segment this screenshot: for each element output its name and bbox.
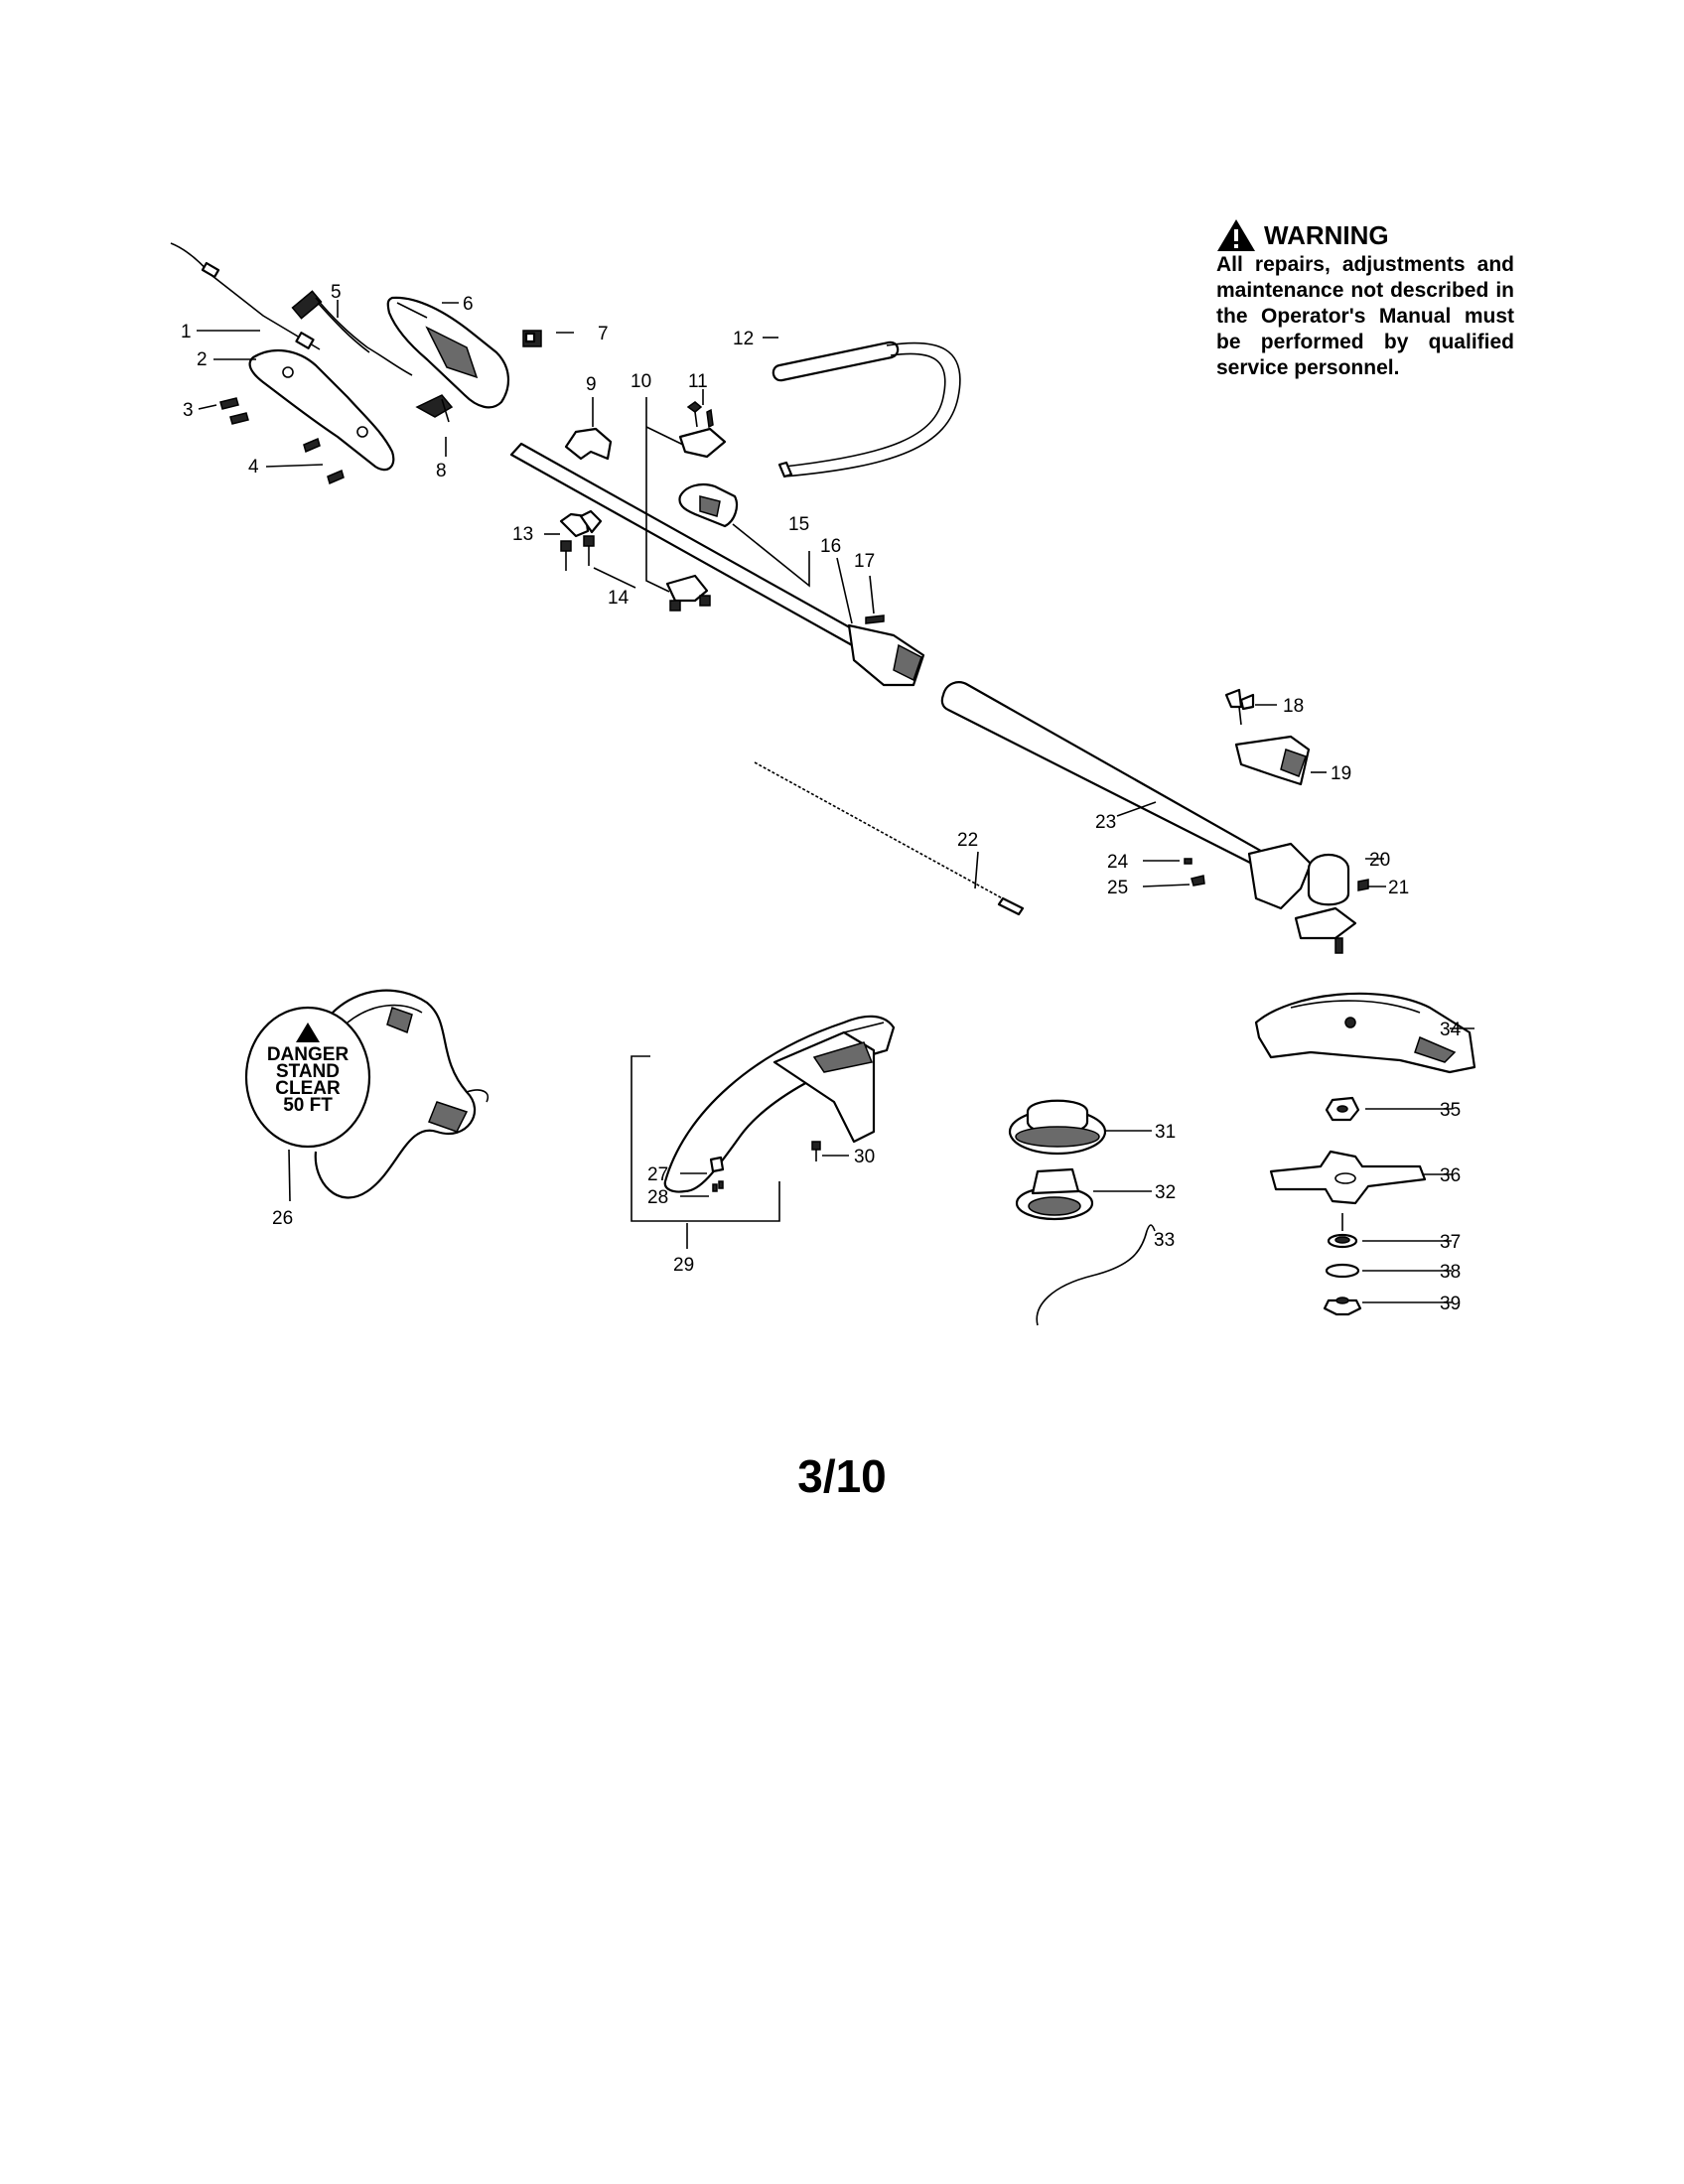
part-label-36: 36 bbox=[1440, 1165, 1461, 1186]
part-label-20: 20 bbox=[1369, 850, 1390, 871]
part-label-5: 5 bbox=[331, 282, 342, 303]
spool-32 bbox=[1015, 1167, 1094, 1221]
shield-bracket-19 bbox=[1234, 735, 1311, 786]
part-label-30: 30 bbox=[854, 1147, 875, 1167]
switch-wire bbox=[291, 290, 413, 376]
part-label-4: 4 bbox=[248, 457, 259, 478]
danger-decal: DANGER STAND CLEAR 50 FT bbox=[244, 1006, 371, 1149]
nut-39 bbox=[1323, 1297, 1362, 1316]
flex-drive-shaft-22 bbox=[754, 761, 1025, 916]
part-label-17: 17 bbox=[854, 551, 875, 572]
warning-title-row: WARNING bbox=[1216, 218, 1514, 252]
part-label-28: 28 bbox=[647, 1187, 668, 1208]
decal-line-3: CLEAR bbox=[275, 1078, 341, 1099]
part-label-16: 16 bbox=[820, 536, 841, 557]
part-label-38: 38 bbox=[1440, 1262, 1461, 1283]
part-label-37: 37 bbox=[1440, 1232, 1461, 1253]
wing-bolt-18 bbox=[1224, 688, 1255, 726]
part-label-13: 13 bbox=[512, 524, 533, 545]
screw-30 bbox=[811, 1141, 821, 1161]
auxiliary-handle-12 bbox=[772, 341, 961, 478]
part-label-24: 24 bbox=[1107, 852, 1129, 873]
part-label-21: 21 bbox=[1388, 878, 1409, 898]
part-label-25: 25 bbox=[1107, 878, 1128, 898]
warning-title: WARNING bbox=[1264, 220, 1389, 250]
blade-guard-34 bbox=[1254, 992, 1476, 1074]
screws-3 bbox=[219, 397, 249, 425]
part-label-39: 39 bbox=[1440, 1294, 1461, 1314]
nut-35 bbox=[1325, 1096, 1360, 1122]
part-label-32: 32 bbox=[1155, 1182, 1176, 1203]
part-label-29: 29 bbox=[673, 1255, 694, 1276]
screw-24 bbox=[1184, 858, 1193, 865]
decal-line-4: 50 FT bbox=[283, 1095, 333, 1116]
decal-line-2: STAND bbox=[276, 1061, 340, 1082]
screw-21 bbox=[1357, 879, 1369, 891]
screws-28 bbox=[712, 1180, 724, 1192]
part-label-18: 18 bbox=[1283, 696, 1304, 717]
part-label-15: 15 bbox=[788, 514, 809, 535]
part-label-31: 31 bbox=[1155, 1122, 1176, 1143]
screw-25 bbox=[1191, 875, 1205, 887]
handle-half-right bbox=[386, 296, 509, 409]
part-labels: 1 2 3 4 5 6 7 8 9 10 11 12 13 14 15 16 1… bbox=[181, 282, 1462, 1314]
handle-15 bbox=[678, 482, 739, 528]
part-label-33: 33 bbox=[1154, 1230, 1175, 1251]
part-label-19: 19 bbox=[1331, 763, 1351, 784]
warning-box: WARNING All repairs, adjustments and mai… bbox=[1216, 218, 1514, 381]
lower-shaft-tube bbox=[940, 681, 1268, 868]
danger-triangle-icon bbox=[296, 1023, 320, 1042]
washer-37 bbox=[1327, 1213, 1358, 1249]
screws-4 bbox=[303, 437, 345, 485]
part-label-3: 3 bbox=[183, 400, 194, 421]
screw-11 bbox=[686, 401, 714, 429]
part-label-35: 35 bbox=[1440, 1100, 1461, 1121]
part-label-1: 1 bbox=[181, 322, 192, 342]
switch bbox=[522, 330, 542, 347]
decal-line-1: DANGER bbox=[267, 1044, 350, 1065]
gearbox-20 bbox=[1247, 842, 1357, 954]
grass-shield-kit-bracket bbox=[631, 1055, 780, 1222]
part-label-22: 22 bbox=[957, 830, 978, 851]
bracket-14 bbox=[665, 574, 711, 612]
handle-clamp-13 bbox=[559, 509, 603, 571]
part-label-34: 34 bbox=[1440, 1020, 1462, 1040]
part-label-27: 27 bbox=[647, 1164, 668, 1185]
handle-clamp-9 bbox=[564, 427, 613, 461]
bracket-10 bbox=[678, 427, 727, 459]
warning-triangle-icon bbox=[1217, 219, 1255, 251]
handle-half-left bbox=[248, 349, 395, 472]
screw-17 bbox=[865, 614, 885, 624]
part-label-14: 14 bbox=[608, 588, 630, 609]
part-label-12: 12 bbox=[733, 329, 754, 349]
leader-lines bbox=[197, 300, 1474, 1303]
page-number: 3/10 bbox=[797, 1450, 887, 1502]
upper-shaft-tube bbox=[509, 442, 925, 687]
trimmer-head-31 bbox=[1008, 1099, 1107, 1156]
part-label-6: 6 bbox=[463, 294, 474, 315]
nut-27 bbox=[709, 1156, 725, 1173]
part-label-10: 10 bbox=[631, 371, 651, 392]
part-label-26: 26 bbox=[272, 1208, 293, 1229]
part-label-2: 2 bbox=[197, 349, 208, 370]
grass-shield bbox=[663, 1015, 896, 1193]
throttle-trigger bbox=[415, 394, 454, 423]
part-label-7: 7 bbox=[598, 324, 609, 344]
trigger-cable bbox=[170, 242, 321, 350]
part-label-8: 8 bbox=[436, 461, 447, 481]
washer-38 bbox=[1325, 1263, 1360, 1279]
trimmer-line-33 bbox=[1036, 1224, 1156, 1326]
blade-36 bbox=[1269, 1150, 1427, 1205]
part-label-9: 9 bbox=[586, 374, 597, 395]
part-label-23: 23 bbox=[1095, 812, 1116, 833]
warning-text: All repairs, adjustments and maintenance… bbox=[1216, 253, 1514, 379]
part-label-11: 11 bbox=[688, 371, 708, 392]
